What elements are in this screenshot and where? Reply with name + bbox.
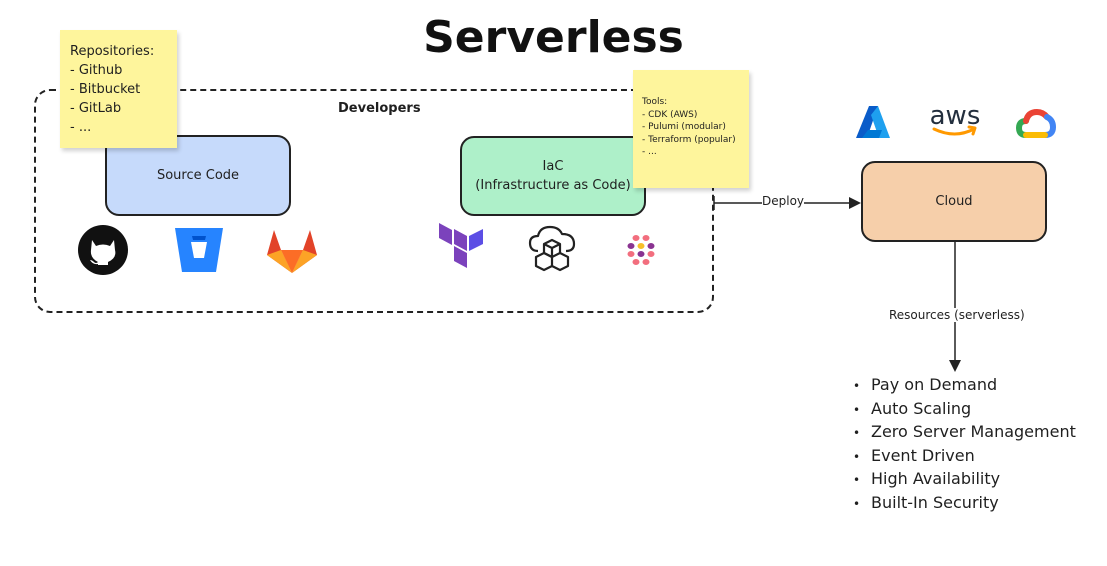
resources-arrowhead	[949, 360, 961, 372]
benefits-list: Pay on Demand Auto Scaling Zero Server M…	[853, 373, 1076, 514]
resources-label: Resources (serverless)	[888, 308, 1026, 322]
iac-label: IaC (Infrastructure as Code)	[475, 159, 631, 193]
pulumi-icon	[624, 234, 658, 266]
tools-sticky-note[interactable]: Tools: - CDK (AWS) - Pulumi (modular) - …	[633, 70, 749, 188]
list-item: Zero Server Management	[853, 420, 1076, 444]
deploy-arrowhead	[849, 197, 861, 209]
source-code-label: Source Code	[156, 168, 240, 183]
terraform-icon	[438, 223, 484, 273]
azure-icon	[856, 106, 890, 138]
list-item: Pay on Demand	[853, 373, 1076, 397]
iac-box[interactable]: IaC (Infrastructure as Code)	[460, 136, 646, 216]
list-item: Built-In Security	[853, 491, 1076, 515]
list-item: Auto Scaling	[853, 397, 1076, 421]
github-icon	[77, 224, 129, 276]
aws-icon: aws	[927, 100, 983, 140]
developers-boundary	[34, 89, 714, 313]
page-title: Serverless	[423, 12, 684, 63]
gitlab-icon	[266, 228, 318, 274]
source-code-box[interactable]: Source Code	[105, 135, 291, 216]
google-cloud-icon	[1016, 109, 1056, 139]
cloud-label: Cloud	[935, 194, 973, 209]
developers-label: Developers	[338, 101, 421, 116]
cloud-box[interactable]: Cloud	[861, 161, 1047, 242]
list-item: High Availability	[853, 467, 1076, 491]
repositories-sticky-note[interactable]: Repositories: - Github - Bitbucket - Git…	[60, 30, 177, 148]
deploy-label: Deploy	[762, 194, 805, 208]
list-item: Event Driven	[853, 444, 1076, 468]
cdk-icon	[526, 222, 578, 274]
bitbucket-icon	[174, 227, 224, 273]
